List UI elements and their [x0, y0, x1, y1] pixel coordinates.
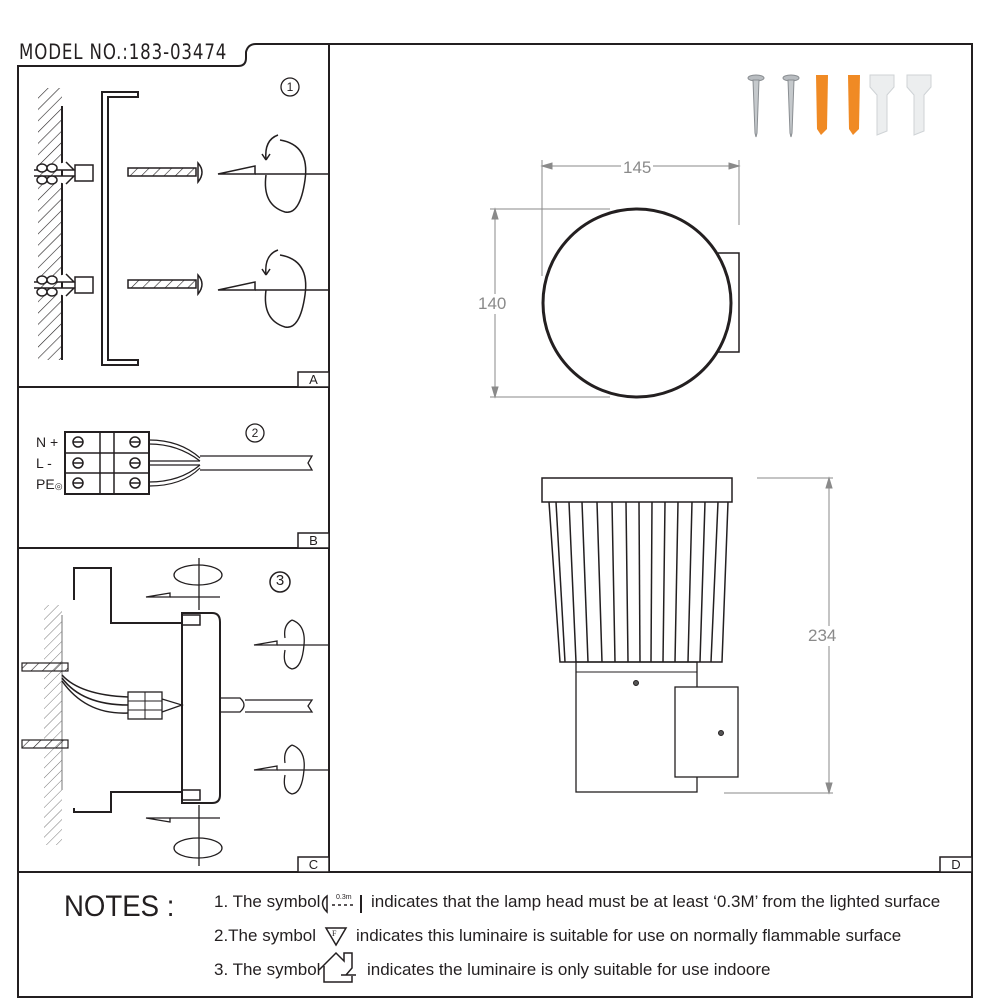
indoor-house-icon: [319, 952, 357, 982]
terminal-label-earth: PE◎: [36, 476, 63, 492]
dimension-height: 234: [808, 626, 837, 646]
terminal-label-neutral: N +: [36, 434, 59, 450]
dimension-width: 145: [621, 158, 654, 178]
earth-icon: ◎: [54, 481, 63, 491]
panel-c-drawing: [21, 558, 329, 866]
notes-heading: NOTES :: [64, 890, 175, 923]
panel-tag-b: B: [309, 533, 318, 548]
notes-symbols: [318, 894, 362, 983]
accessories-kit: [745, 73, 940, 141]
note-3-text: indicates the luminaire is only suitable…: [367, 960, 771, 979]
outer-frame: [17, 43, 973, 998]
wall-plug-icon: [816, 75, 860, 135]
step-number-3: 3: [275, 572, 285, 589]
panel-tag-c: C: [308, 857, 319, 872]
wire-connector-icon: [869, 74, 932, 136]
distance-symbol-icon: 0.3m: [336, 894, 352, 901]
note-2-text: indicates this luminaire is suitable for…: [356, 926, 902, 945]
step-number-2: 2: [251, 426, 259, 440]
note-1-text: indicates that the lamp head must be at …: [371, 892, 941, 911]
dimension-depth: 140: [478, 294, 507, 314]
terminal-label-live: L -: [36, 455, 52, 471]
side-view-drawing: [541, 476, 833, 795]
screw-icon: [747, 74, 800, 138]
note-2-prefix: 2.The symbol: [214, 926, 317, 945]
panel-a-drawing: [34, 77, 329, 366]
panel-tag-a: A: [309, 372, 318, 387]
step-number-1: 1: [286, 80, 294, 94]
note-1-prefix: 1. The symbol: [214, 892, 321, 911]
top-view-drawing: [490, 160, 741, 399]
panel-tag-d: D: [951, 857, 961, 872]
panel-b-drawing: [64, 423, 314, 495]
note-3-prefix: 3. The symbol: [214, 960, 321, 979]
flammable-surface-icon: F: [332, 929, 337, 938]
model-number-label: MODEL NO.:183-03474: [19, 40, 228, 64]
